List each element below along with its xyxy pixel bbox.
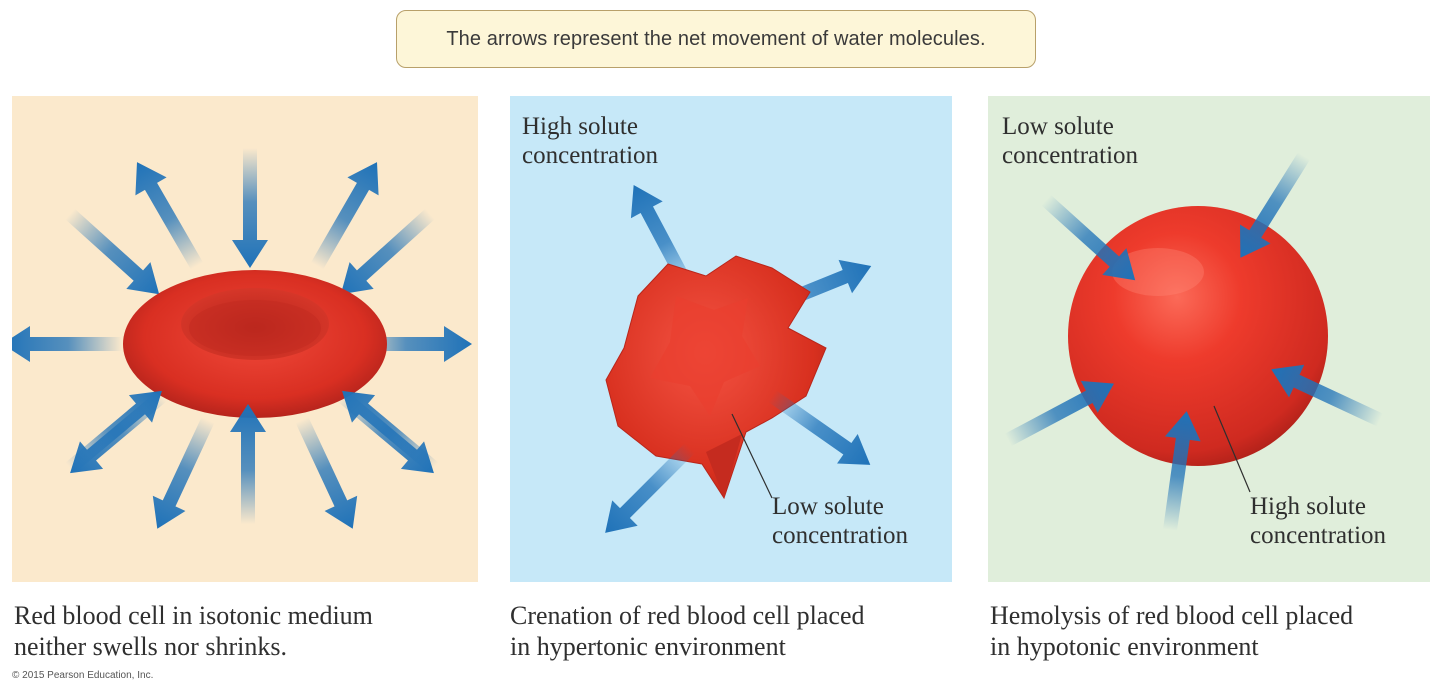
high-solute-label: High solute concentration — [522, 112, 658, 170]
net-movement-note: The arrows represent the net movement of… — [396, 10, 1036, 68]
copyright-notice: © 2015 Pearson Education, Inc. — [12, 670, 154, 681]
hypertonic-caption: Crenation of red blood cell placed in hy… — [510, 600, 864, 662]
hypertonic-caption-line1: Crenation of red blood cell placed — [510, 601, 865, 630]
swollen-red-blood-cell — [1068, 206, 1328, 466]
hypotonic-illustration — [999, 146, 1388, 533]
isotonic-panel — [12, 96, 478, 582]
high-solute-label-line2: concentration — [522, 142, 659, 169]
high-solute-inside-line2: concentration — [1250, 522, 1387, 549]
high-solute-inside-label: High solute concentration — [1250, 492, 1386, 550]
isotonic-illustration — [12, 148, 472, 537]
leader-line-high-solute — [1213, 405, 1251, 493]
hypotonic-panel: Low solute concentration High solute con… — [988, 96, 1430, 582]
hypertonic-caption-line2: in hypertonic environment — [510, 632, 786, 661]
net-movement-note-text: The arrows represent the net movement of… — [446, 27, 986, 50]
isotonic-caption: Red blood cell in isotonic medium neithe… — [14, 600, 373, 662]
low-solute-label-line2: concentration — [772, 522, 909, 549]
low-solute-label-line1: Low solute — [772, 493, 884, 520]
crenated-red-blood-cell — [605, 255, 827, 500]
low-solute-outside-line1: Low solute — [1002, 113, 1114, 140]
isotonic-caption-line2: neither swells nor shrinks. — [14, 632, 287, 661]
high-solute-label-line1: High solute — [522, 113, 638, 140]
low-solute-outside-line2: concentration — [1002, 142, 1139, 169]
hypotonic-caption-line1: Hemolysis of red blood cell placed — [990, 601, 1354, 630]
leader-line-low-solute — [731, 413, 773, 499]
low-solute-outside-label: Low solute concentration — [1002, 112, 1138, 170]
hypertonic-illustration — [592, 176, 881, 546]
high-solute-inside-line1: High solute — [1250, 493, 1366, 520]
red-blood-cell-disc — [123, 270, 387, 418]
hypertonic-panel: High solute concentration Low solute con… — [510, 96, 952, 582]
hypotonic-caption: Hemolysis of red blood cell placed in hy… — [990, 600, 1353, 662]
low-solute-label: Low solute concentration — [772, 492, 908, 550]
hypotonic-caption-line2: in hypotonic environment — [990, 632, 1259, 661]
isotonic-caption-line1: Red blood cell in isotonic medium — [14, 601, 373, 630]
